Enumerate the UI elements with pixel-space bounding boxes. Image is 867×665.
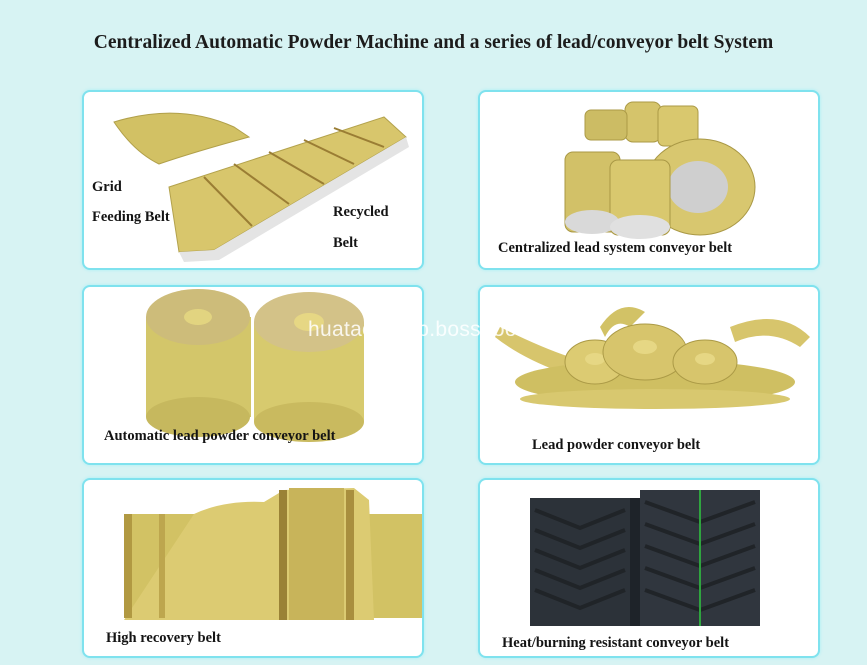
- grid-feeding-belt-image: [113, 112, 409, 262]
- automatic-lead-label: Automatic lead powder conveyor belt: [104, 428, 336, 444]
- lead-powder-label: Lead powder conveyor belt: [532, 437, 701, 453]
- belt-label: Belt: [333, 235, 358, 251]
- automatic-lead-powder-belt-image: [146, 289, 364, 442]
- product-panel-lead-powder[interactable]: Lead powder conveyor belt: [478, 285, 820, 465]
- product-panel-automatic-lead-powder[interactable]: Automatic lead powder conveyor belt: [82, 285, 424, 465]
- product-panel-heat-resistant[interactable]: Heat/burning resistant conveyor belt: [478, 478, 820, 658]
- centralized-lead-label: Centralized lead system conveyor belt: [498, 240, 733, 256]
- high-recovery-belt-image: [124, 488, 422, 620]
- product-panel-high-recovery[interactable]: High recovery belt: [82, 478, 424, 658]
- grid-label: Grid: [92, 179, 122, 195]
- lead-powder-belt-image: [495, 307, 810, 409]
- page-title: Centralized Automatic Powder Machine and…: [93, 32, 774, 53]
- product-panel-grid-feeding-belt[interactable]: Grid Feeding Belt Recycled Belt: [82, 90, 424, 270]
- recycled-label: Recycled: [333, 204, 389, 220]
- watermark: huataogroup.bossgoo.com: [308, 318, 564, 341]
- heat-resistant-label: Heat/burning resistant conveyor belt: [502, 635, 730, 651]
- feeding-belt-label: Feeding Belt: [92, 209, 170, 225]
- centralized-lead-belt-image: [564, 101, 756, 239]
- heat-resistant-belt-image: [530, 490, 760, 626]
- high-recovery-label: High recovery belt: [106, 630, 221, 646]
- product-panel-centralized-lead-system[interactable]: Centralized lead system conveyor belt: [478, 90, 820, 270]
